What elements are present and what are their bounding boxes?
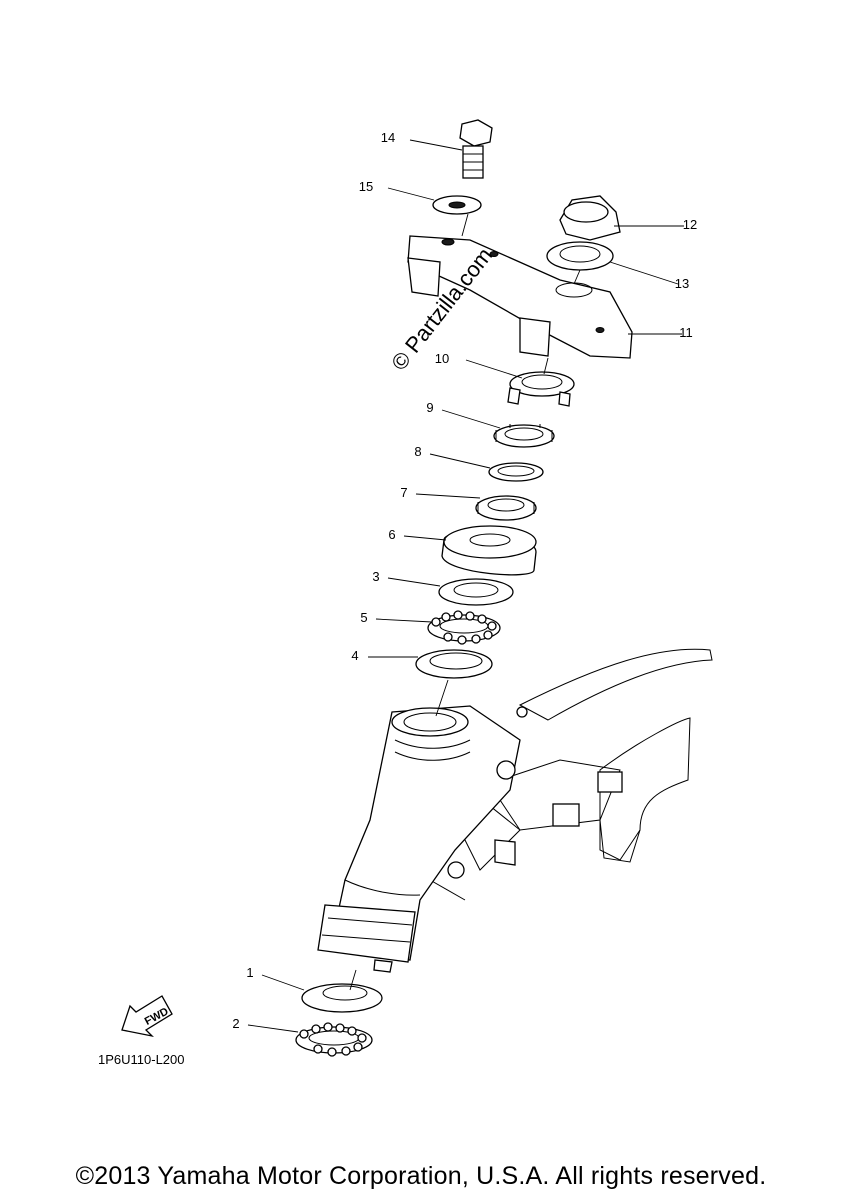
- part-2-bearing: [295, 1022, 373, 1057]
- part-10-lock-washer: [507, 371, 575, 407]
- callout-3: 3: [372, 569, 379, 584]
- callout-10: 10: [435, 351, 449, 366]
- part-15-washer: [432, 195, 482, 215]
- part-6-cover: [441, 525, 537, 576]
- part-1-race: [301, 983, 383, 1013]
- part-13-washer: [546, 241, 614, 271]
- callout-15: 15: [359, 179, 373, 194]
- callout-2: 2: [232, 1016, 239, 1031]
- callout-9: 9: [426, 400, 433, 415]
- part-12-nut: [559, 195, 621, 241]
- part-3-race: [438, 578, 514, 606]
- callout-13: 13: [675, 276, 689, 291]
- callout-8: 8: [414, 444, 421, 459]
- callout-7: 7: [400, 485, 407, 500]
- frame: [317, 648, 713, 973]
- part-8-washer: [488, 462, 544, 482]
- assembly-lines: [349, 213, 581, 991]
- callout-1: 1: [246, 965, 253, 980]
- copyright-notice: ©2013 Yamaha Motor Corporation, U.S.A. A…: [75, 1162, 767, 1190]
- part-5-bearing: [427, 610, 501, 645]
- callout-11: 11: [679, 325, 693, 340]
- callout-4: 4: [351, 648, 358, 663]
- callout-14: 14: [381, 130, 395, 145]
- callout-5: 5: [360, 610, 367, 625]
- diagram-code: 1P6U110-L200: [98, 1052, 185, 1067]
- part-14-bolt: [459, 119, 493, 179]
- callout-6: 6: [388, 527, 395, 542]
- part-4-race: [415, 649, 493, 679]
- part-9-ring-nut: [493, 424, 555, 448]
- part-7-ring-nut: [475, 495, 537, 521]
- callout-12: 12: [683, 217, 697, 232]
- fwd-arrow-icon: FWD: [121, 995, 173, 1038]
